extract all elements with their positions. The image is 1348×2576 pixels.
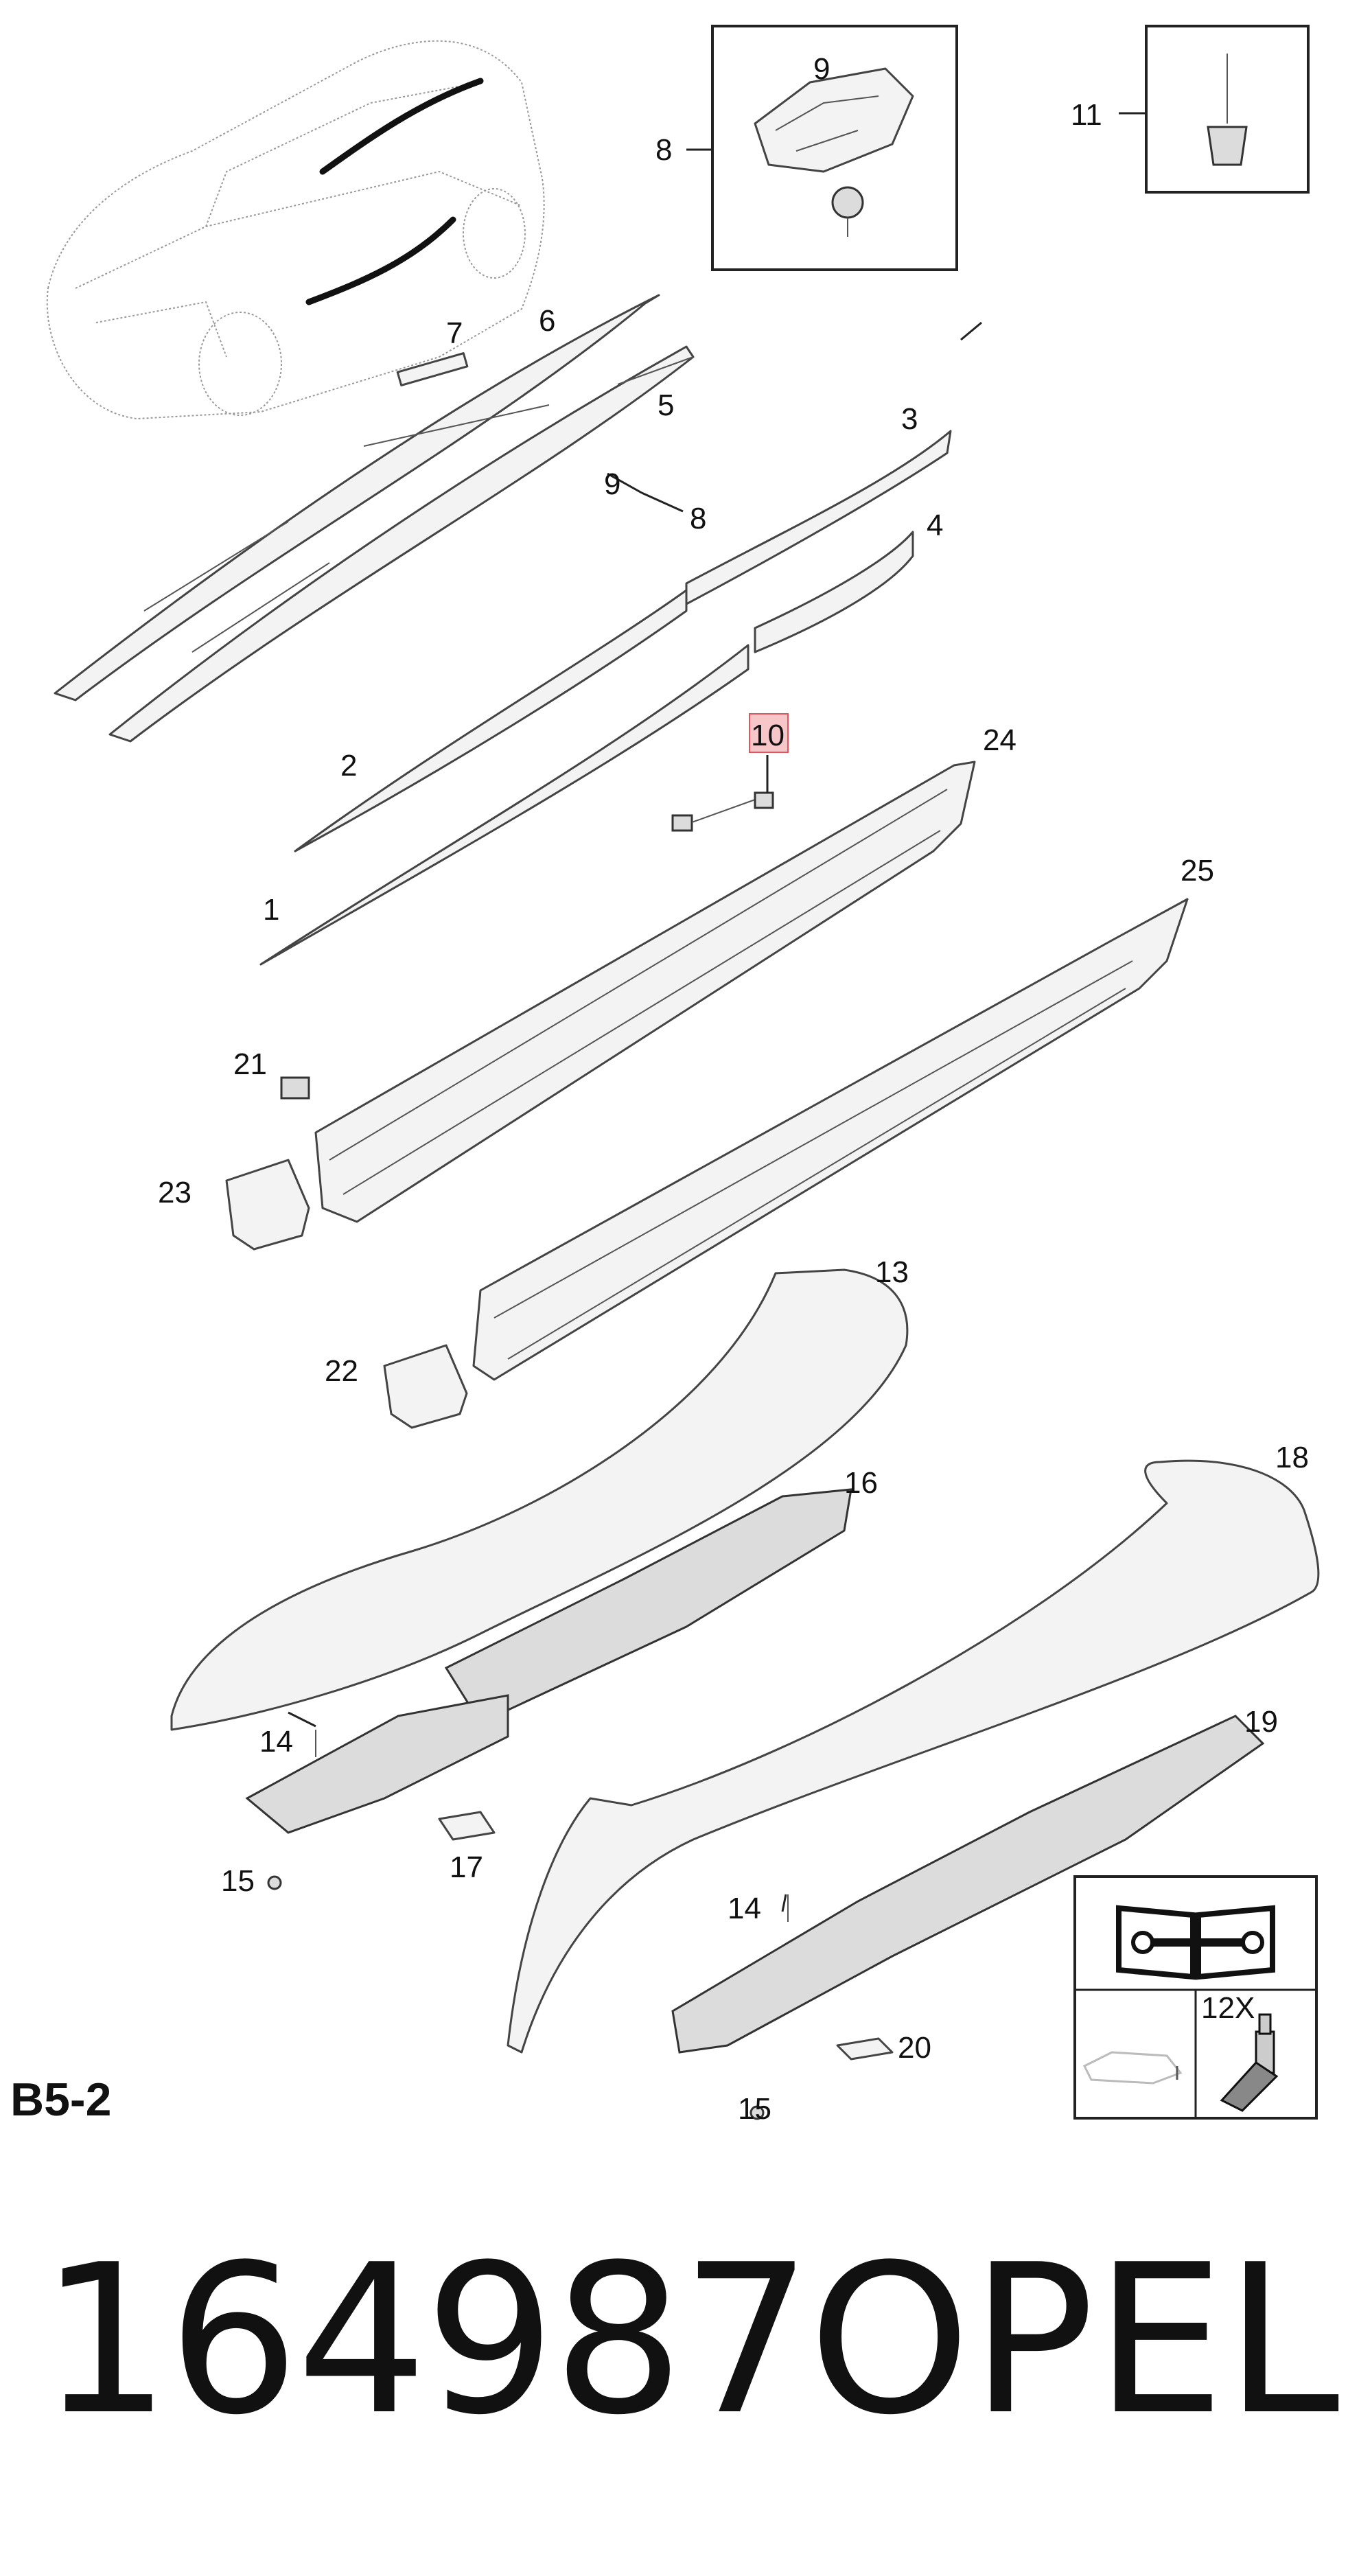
brand-name: OPEL bbox=[809, 2220, 1340, 2460]
callout-label: 19 bbox=[1244, 1705, 1278, 1739]
detail-box-clip bbox=[686, 25, 958, 271]
callout-10-highlight bbox=[749, 713, 789, 753]
callout-label: 7 bbox=[446, 316, 463, 350]
callout-label: 15 bbox=[221, 1864, 255, 1898]
end-caps bbox=[225, 1076, 468, 1429]
part-10-strap bbox=[671, 755, 774, 832]
callout-label: 24 bbox=[983, 723, 1016, 757]
side-molding-highlight bbox=[305, 216, 456, 305]
callout-label: 9 bbox=[813, 52, 830, 86]
callout-label: 8 bbox=[655, 133, 672, 167]
callout-label: 23 bbox=[158, 1176, 191, 1209]
callout-label: 3 bbox=[901, 402, 918, 436]
callout-label: 14 bbox=[259, 1725, 293, 1759]
vehicle-overview-sketch bbox=[46, 40, 545, 420]
callout-label: 22 bbox=[325, 1354, 358, 1388]
callout-label: 13 bbox=[875, 1255, 909, 1289]
callout-label: 15 bbox=[738, 2092, 771, 2126]
callout-label: 8 bbox=[690, 502, 706, 535]
callout-label: 18 bbox=[1275, 1441, 1309, 1474]
roof-molding-highlight bbox=[319, 78, 484, 175]
callout-label: 6 bbox=[539, 304, 555, 338]
part-number: 164987 bbox=[40, 2220, 812, 2460]
side-sills bbox=[314, 761, 1189, 1381]
callout-label: 9 bbox=[604, 467, 620, 501]
roof-rails bbox=[54, 294, 695, 743]
repair-manual-icon bbox=[1116, 1905, 1275, 1980]
spoiler-13 bbox=[170, 1268, 909, 1890]
vehicle-sketch-icon bbox=[1082, 2051, 1183, 2085]
callout-label: 21 bbox=[233, 1047, 267, 1081]
callout-label: 25 bbox=[1181, 854, 1214, 887]
legend-quantity-label: 12X bbox=[1201, 1991, 1255, 2025]
callout-label: 1 bbox=[263, 893, 279, 927]
callout-label: 11 bbox=[1071, 98, 1102, 132]
callout-label: 14 bbox=[728, 1892, 761, 1925]
callout-label-highlighted: 10 bbox=[751, 719, 785, 752]
callout-label: 20 bbox=[898, 2031, 931, 2065]
legend-box bbox=[1073, 1875, 1318, 2120]
adhesive-tube-icon bbox=[1220, 2013, 1279, 2112]
door-moldings bbox=[259, 430, 952, 966]
callouts: 1 2 3 4 5 6 7 8 8 9 9 10 11 13 14 14 15 … bbox=[158, 52, 1309, 2126]
callout-label: 2 bbox=[340, 749, 357, 782]
page-code: B5-2 bbox=[10, 2074, 112, 2126]
spoiler-18 bbox=[507, 1459, 1320, 2120]
callout-label: 16 bbox=[844, 1466, 878, 1500]
callout-label: 4 bbox=[927, 509, 943, 542]
leader-lines bbox=[288, 321, 982, 1912]
detail-box-rivet bbox=[1119, 25, 1310, 194]
callout-label: 17 bbox=[450, 1850, 483, 1884]
callout-label: 5 bbox=[658, 388, 674, 422]
